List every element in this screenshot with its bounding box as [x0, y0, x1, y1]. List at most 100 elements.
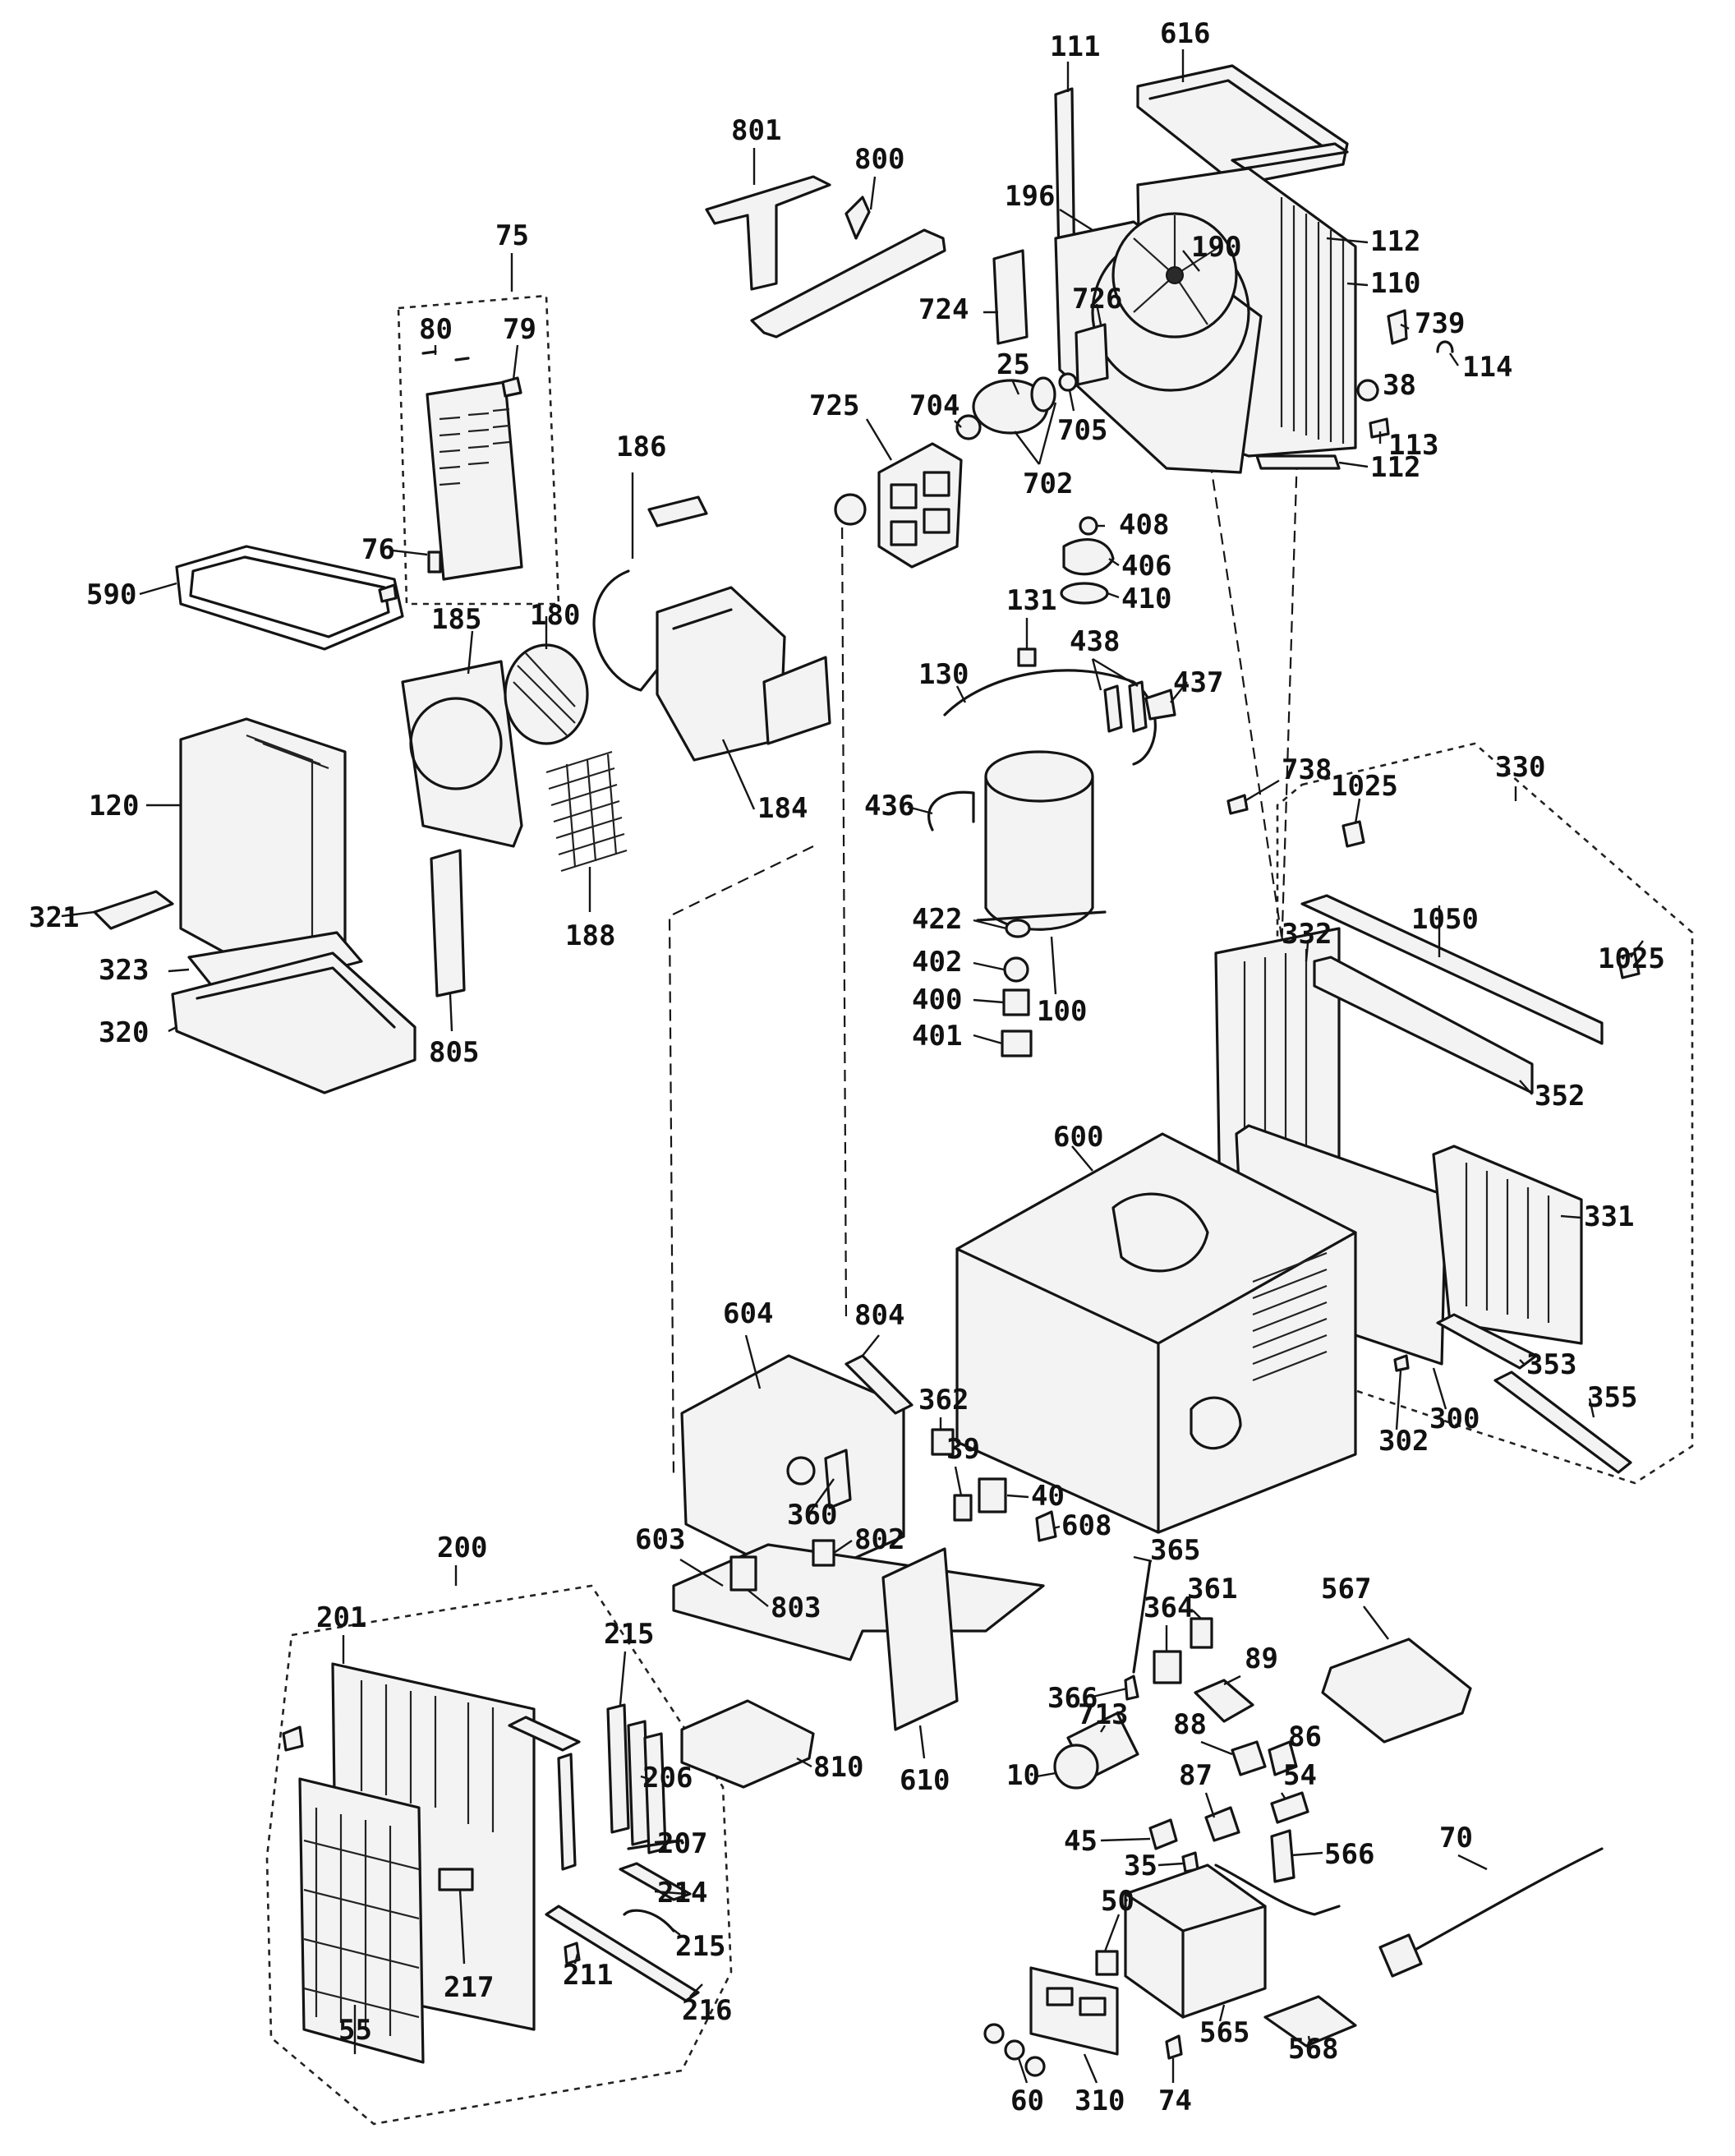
bracket-437 — [1144, 689, 1176, 721]
duct-186 — [592, 569, 659, 692]
panel-331 — [1432, 1145, 1583, 1345]
tray-810 — [680, 1699, 815, 1789]
blower-wheel-180 — [504, 643, 589, 745]
bar-214 — [619, 1862, 692, 1901]
pad-802 — [812, 1539, 835, 1567]
capillary-438 — [1103, 684, 1123, 733]
label-361: 361 — [1187, 1573, 1237, 1605]
label-803: 803 — [771, 1592, 821, 1624]
screws-80 — [421, 350, 470, 362]
bracket-805 — [430, 849, 466, 997]
power-cord-70 — [1403, 1847, 1604, 1957]
bracket-1025-top — [1342, 820, 1365, 848]
label-738: 738 — [1282, 753, 1332, 786]
clip-74 — [1165, 2034, 1183, 2060]
label-724: 724 — [918, 293, 969, 326]
louver-215-top — [606, 1703, 630, 1834]
grommet-38 — [1356, 379, 1379, 402]
part-pads — [647, 495, 708, 527]
bracket-1025-right — [1617, 951, 1641, 979]
gasket-590 — [175, 545, 404, 651]
label-603: 603 — [635, 1523, 685, 1556]
orifice-ring — [834, 493, 867, 526]
label-214: 214 — [657, 1877, 707, 1910]
bar-top-right — [508, 1716, 581, 1752]
label-804: 804 — [854, 1299, 904, 1332]
knob-60c — [1024, 2056, 1046, 2077]
label-725: 725 — [809, 389, 859, 422]
label-79: 79 — [503, 313, 536, 346]
label-616: 616 — [1160, 17, 1210, 50]
part-labels: 111 616 801 800 196 112 190 110 75 724 7… — [29, 17, 1665, 2117]
label-422: 422 — [912, 903, 962, 936]
mount-422 — [1005, 919, 1031, 938]
label-302: 302 — [1378, 1425, 1429, 1458]
washer-704 — [955, 414, 982, 440]
label-323: 323 — [99, 954, 149, 987]
label-566: 566 — [1324, 1838, 1374, 1871]
clip-738 — [1226, 794, 1249, 815]
label-112-bottom: 112 — [1370, 451, 1420, 484]
label-40: 40 — [1031, 1480, 1065, 1513]
label-365: 365 — [1150, 1534, 1200, 1567]
shim-804 — [844, 1354, 914, 1415]
compressor-100 — [976, 750, 1107, 931]
mount-726 — [1075, 323, 1109, 386]
label-401: 401 — [912, 1020, 962, 1053]
rail-1050 — [1300, 894, 1604, 1045]
label-215-bottom: 215 — [675, 1930, 725, 1963]
group-outline-200 — [265, 1584, 733, 2126]
bracket-566 — [1270, 1829, 1295, 1883]
alignment-line-orifice — [840, 509, 848, 1324]
label-50: 50 — [1101, 1885, 1134, 1918]
label-35: 35 — [1124, 1850, 1157, 1882]
leader-lines — [61, 49, 1644, 2084]
channel-352 — [1313, 956, 1534, 1094]
spacer-113 — [1369, 417, 1390, 439]
label-216: 216 — [682, 1994, 732, 2027]
label-608: 608 — [1061, 1509, 1111, 1542]
clip-321 — [93, 890, 174, 930]
spacer-76 — [427, 551, 442, 574]
label-300: 300 — [1429, 1403, 1480, 1435]
label-112-top: 112 — [1370, 225, 1420, 258]
label-185: 185 — [431, 603, 481, 636]
relay-86 — [1268, 1740, 1298, 1776]
label-76: 76 — [361, 533, 395, 566]
label-330: 330 — [1495, 751, 1545, 784]
rail-355 — [1493, 1371, 1632, 1474]
clip-366 — [1124, 1675, 1139, 1701]
label-186: 186 — [616, 431, 666, 463]
label-100: 100 — [1037, 995, 1087, 1028]
label-362: 362 — [918, 1384, 969, 1417]
cover-567 — [1321, 1638, 1472, 1744]
alignment-line-compressor — [1206, 443, 1283, 937]
grommet-402 — [1003, 956, 1029, 983]
spacer-39 — [953, 1494, 973, 1522]
label-810: 810 — [813, 1751, 863, 1784]
label-10: 10 — [1006, 1759, 1040, 1792]
cabinet-600 — [955, 1132, 1357, 1534]
label-111: 111 — [1050, 30, 1100, 63]
foot-401 — [1001, 1030, 1033, 1057]
motor-25 — [972, 376, 1056, 435]
link-215-bottom — [623, 1909, 675, 1933]
label-567: 567 — [1321, 1573, 1371, 1605]
control-box-565 — [1124, 1863, 1267, 2019]
drain-pan-320 — [171, 951, 416, 1094]
alignment-line-blower — [668, 845, 814, 1480]
label-590: 590 — [86, 578, 136, 611]
label-600: 600 — [1053, 1121, 1103, 1154]
panel-310 — [1029, 1966, 1119, 2056]
terminal-54 — [1270, 1791, 1309, 1824]
knob-79 — [501, 376, 522, 398]
label-86: 86 — [1288, 1721, 1322, 1753]
label-802: 802 — [854, 1523, 904, 1556]
bar-vertical-right — [557, 1753, 577, 1871]
label-565: 565 — [1199, 2016, 1249, 2049]
label-25: 25 — [996, 348, 1030, 381]
label-352: 352 — [1535, 1080, 1585, 1113]
label-406: 406 — [1121, 550, 1171, 583]
label-113: 113 — [1388, 429, 1438, 462]
label-1025-right: 1025 — [1598, 942, 1665, 975]
